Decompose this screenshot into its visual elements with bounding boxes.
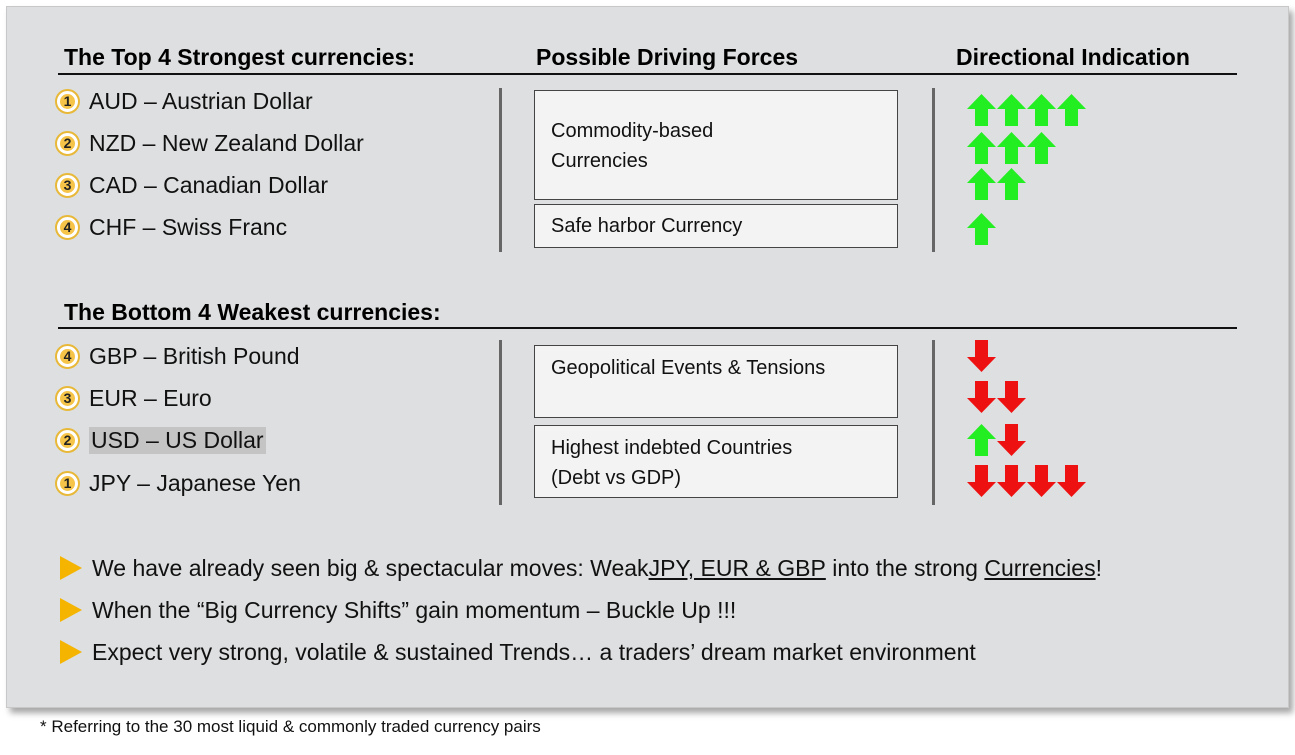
direction-row — [967, 94, 1086, 126]
top-currency-4: 4 CHF – Swiss Franc — [52, 212, 287, 242]
bottom-section-heading: The Bottom 4 Weakest currencies: — [64, 299, 441, 325]
arrow-up-icon — [1027, 94, 1056, 126]
direction-heading: Directional Indication — [956, 44, 1190, 70]
column-divider — [932, 340, 935, 505]
rank-badge: 3 — [55, 172, 80, 198]
arrow-up-icon — [967, 168, 996, 200]
arrow-up-icon — [967, 94, 996, 126]
arrow-down-icon — [997, 465, 1026, 497]
arrow-up-icon — [997, 168, 1026, 200]
arrow-up-icon — [997, 132, 1026, 164]
rank-badge: 2 — [55, 427, 80, 453]
direction-row — [967, 381, 1026, 413]
currency-label: EUR – Euro — [89, 384, 212, 411]
currency-label: GBP – British Pound — [89, 342, 300, 369]
underlined-text: Currencies — [984, 554, 1096, 581]
force-text: Highest indebted Countries — [551, 437, 793, 459]
arrow-down-icon — [1027, 465, 1056, 497]
force-text: Geopolitical Events & Tensions — [551, 357, 826, 379]
arrow-up-icon — [967, 424, 996, 456]
force-box-indebted: Highest indebted Countries (Debt vs GDP) — [534, 425, 898, 498]
rank-badge: 1 — [55, 470, 80, 496]
play-triangle-icon — [60, 640, 82, 664]
column-divider — [499, 88, 502, 252]
force-box-geopolitical: Geopolitical Events & Tensions — [534, 345, 898, 418]
top-heading-rule — [58, 73, 1237, 75]
currency-label: NZD – New Zealand Dollar — [89, 129, 364, 156]
play-triangle-icon — [60, 556, 82, 580]
rank-badge: 4 — [55, 343, 80, 369]
arrow-down-icon — [1057, 465, 1086, 497]
direction-row — [967, 168, 1026, 200]
bullet-text: into the strong — [825, 554, 985, 581]
force-text: Commodity-based — [551, 120, 714, 142]
force-text: Safe harbor Currency — [551, 215, 743, 237]
force-text: (Debt vs GDP) — [551, 467, 682, 489]
arrow-up-icon — [1057, 94, 1086, 126]
rank-badge: 4 — [55, 214, 80, 240]
column-divider — [932, 88, 935, 252]
bottom-currency-1: 4 GBP – British Pound — [52, 341, 300, 371]
play-triangle-icon — [60, 598, 82, 622]
arrow-down-icon — [997, 424, 1026, 456]
direction-row — [967, 132, 1056, 164]
arrow-down-icon — [967, 381, 996, 413]
force-box-safe-harbor: Safe harbor Currency — [534, 204, 898, 248]
arrow-up-icon — [1027, 132, 1056, 164]
direction-row — [967, 213, 996, 245]
top-section-heading: The Top 4 Strongest currencies: — [64, 44, 416, 70]
bottom-currency-4: 1 JPY – Japanese Yen — [52, 468, 301, 498]
forces-heading: Possible Driving Forces — [536, 44, 799, 70]
arrow-down-icon — [967, 465, 996, 497]
rank-badge: 2 — [55, 130, 80, 156]
bottom-currency-3: 2 USD – US Dollar — [52, 425, 266, 455]
currency-label: JPY – Japanese Yen — [89, 469, 301, 496]
bullet-text: We have already seen big & spectacular m… — [92, 554, 649, 581]
bullet-3: Expect very strong, volatile & sustained… — [60, 637, 976, 667]
top-currency-3: 3 CAD – Canadian Dollar — [52, 170, 328, 200]
column-divider — [499, 340, 502, 505]
underlined-text: JPY, EUR & GBP — [648, 554, 826, 581]
bottom-heading-rule — [58, 327, 1237, 329]
rank-badge: 3 — [55, 385, 80, 411]
force-text: Currencies — [551, 150, 648, 172]
arrow-down-icon — [967, 340, 996, 372]
currency-label: CHF – Swiss Franc — [89, 213, 288, 240]
direction-row — [967, 465, 1086, 497]
bullet-text: ! — [1095, 554, 1102, 581]
bullet-2: When the “Big Currency Shifts” gain mome… — [60, 595, 736, 625]
top-currency-2: 2 NZD – New Zealand Dollar — [52, 128, 364, 158]
direction-row — [967, 424, 1026, 456]
currency-label: USD – US Dollar — [89, 426, 266, 454]
arrow-up-icon — [967, 132, 996, 164]
arrow-down-icon — [997, 381, 1026, 413]
bottom-currency-2: 3 EUR – Euro — [52, 383, 212, 413]
direction-row — [967, 340, 996, 372]
top-currency-1: 1 AUD – Austrian Dollar — [52, 86, 313, 116]
footnote: * Referring to the 30 most liquid & comm… — [40, 717, 541, 736]
arrow-up-icon — [967, 213, 996, 245]
currency-label: CAD – Canadian Dollar — [89, 171, 329, 198]
force-box-commodity: Commodity-based Currencies — [534, 90, 898, 200]
bullet-1: We have already seen big & spectacular m… — [60, 553, 1102, 583]
currency-label: AUD – Austrian Dollar — [89, 87, 313, 114]
bullet-text: When the “Big Currency Shifts” gain mome… — [92, 596, 737, 623]
bullet-text: Expect very strong, volatile & sustained… — [92, 638, 976, 665]
arrow-up-icon — [997, 94, 1026, 126]
rank-badge: 1 — [55, 88, 80, 114]
